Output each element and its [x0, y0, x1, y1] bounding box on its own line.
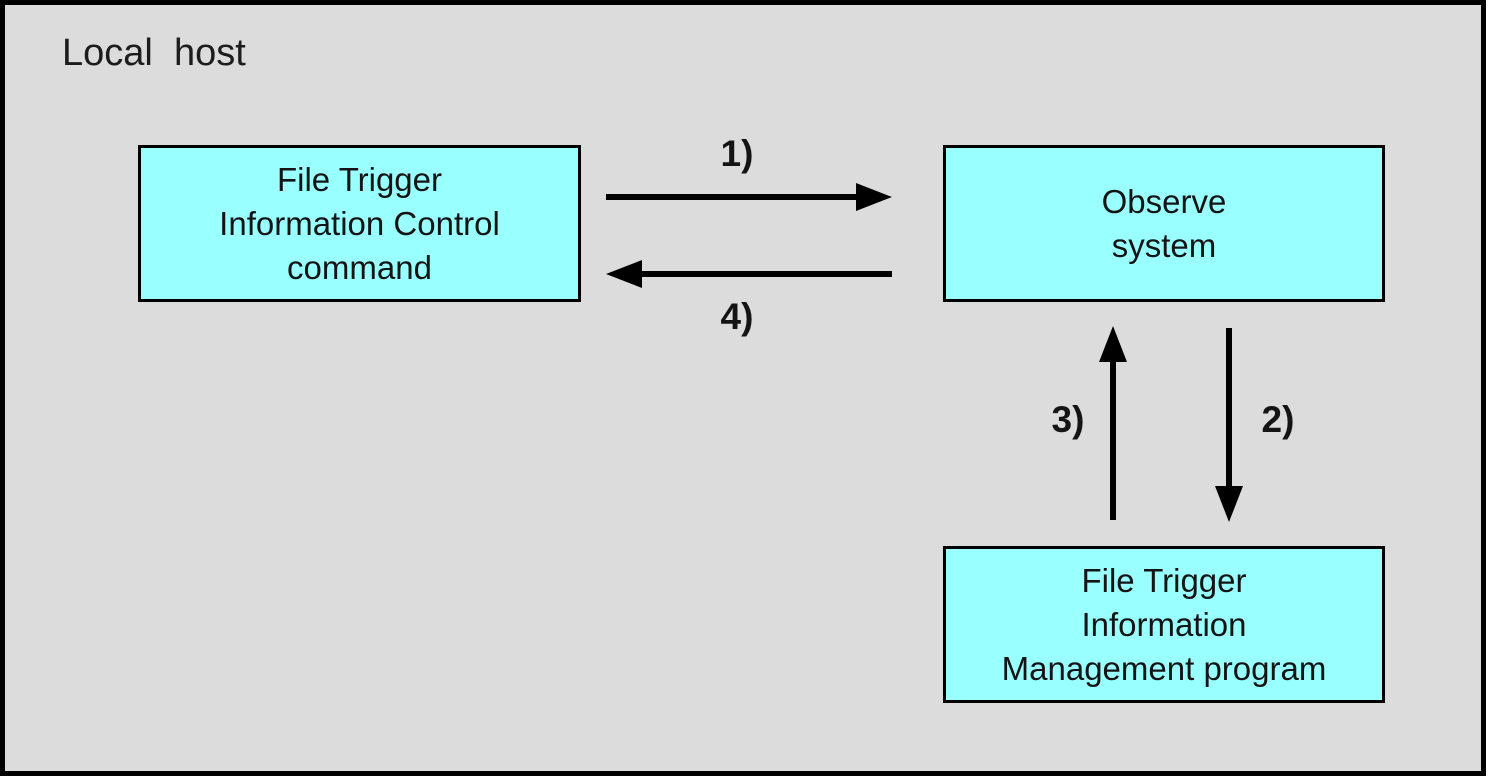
diagram-title: Local host	[62, 32, 246, 74]
node-file-trigger-control-command: File Trigger Information Control command	[138, 145, 581, 302]
arrow-3-label: 3)	[1051, 399, 1085, 440]
node-file-trigger-management-program: File Trigger Information Management prog…	[943, 546, 1385, 703]
arrow-4-label: 4)	[720, 296, 754, 337]
node-observe-system: Observe system	[943, 145, 1385, 302]
arrow-1-label: 1)	[720, 133, 754, 174]
arrow-2-label: 2)	[1261, 399, 1295, 440]
